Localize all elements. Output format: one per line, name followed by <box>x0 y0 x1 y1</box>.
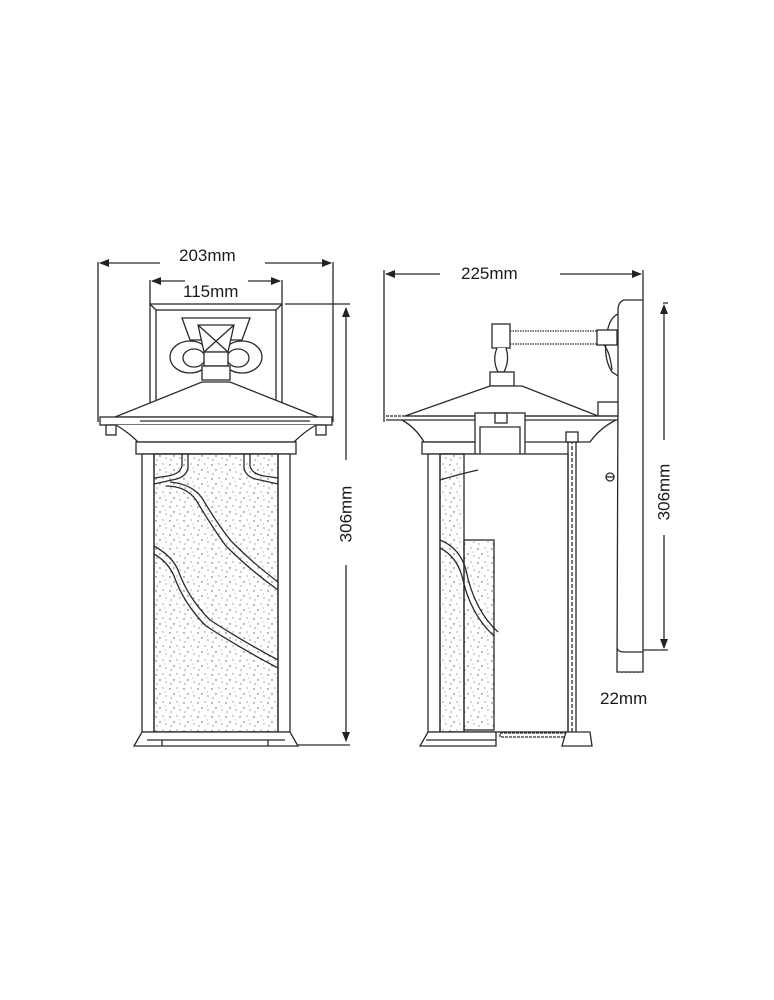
dimension-115mm <box>149 277 283 305</box>
glass-body <box>141 453 291 733</box>
hook-ornament <box>169 317 263 381</box>
side-view <box>383 270 668 747</box>
dimension-label-22mm: 22mm <box>597 690 651 708</box>
dimension-306mm-front <box>285 303 350 746</box>
arm <box>489 323 618 482</box>
dimension-label-115mm: 115mm <box>180 283 242 301</box>
backplate-side <box>604 299 644 673</box>
roof <box>99 381 333 455</box>
glass-body-side <box>427 431 579 740</box>
dimension-label-203mm: 203mm <box>176 247 239 265</box>
front-view <box>97 259 350 747</box>
dimension-225mm <box>383 270 644 422</box>
dimension-203mm <box>97 259 334 422</box>
dimension-label-225mm: 225mm <box>458 265 521 283</box>
base <box>132 731 300 747</box>
dimension-label-306mm-side: 306mm <box>652 463 677 521</box>
dimension-label-306mm-front: 306mm <box>334 485 359 543</box>
base-side <box>418 731 593 747</box>
